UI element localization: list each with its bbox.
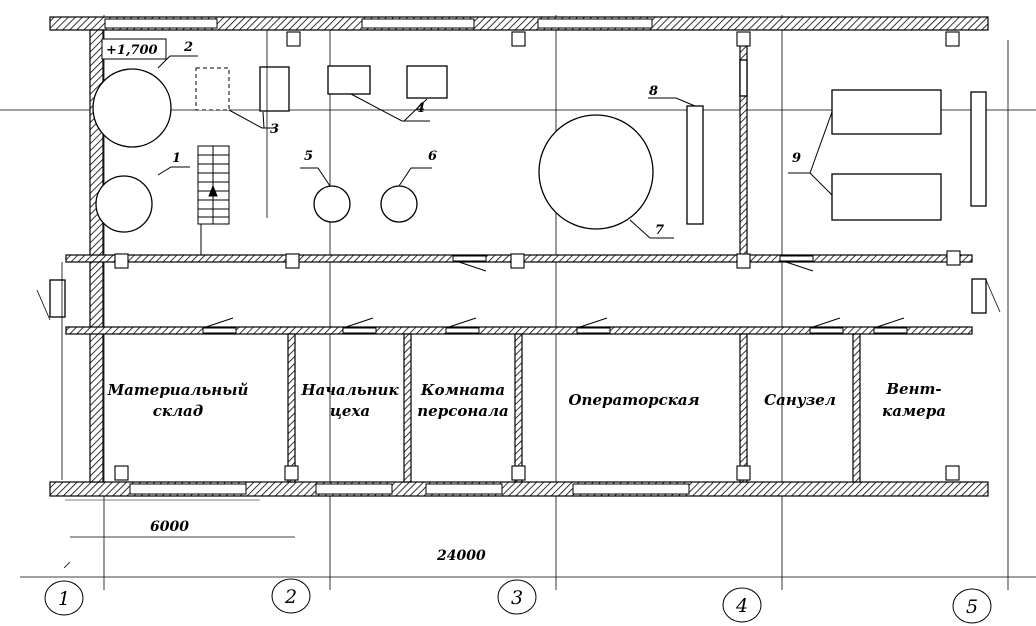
axis-label-4: 4 [735, 595, 748, 617]
vent-unit [831, 173, 942, 221]
room-storage-line1: Материальный [107, 381, 249, 399]
axis-markers: 1 2 3 4 5 [44, 578, 992, 624]
axis-bubble-1 [44, 580, 84, 616]
room-chief-line2: цеха [330, 402, 370, 420]
unit-box [259, 66, 290, 112]
reactor [538, 114, 654, 230]
columns [114, 31, 961, 481]
room-staff-line1: Комната [420, 381, 505, 399]
dimension-lines [63, 499, 295, 569]
axis-bubble-5 [952, 588, 992, 624]
axis-bubble-4 [722, 587, 762, 623]
wall-unit [970, 91, 987, 207]
marker-4: 4 [416, 101, 425, 116]
marker-1: 1 [172, 151, 181, 166]
top-wall [49, 16, 989, 31]
partition [287, 333, 296, 483]
vent-unit [831, 89, 942, 135]
axis-label-2: 2 [284, 586, 297, 608]
wall-unit [739, 59, 748, 97]
elevation-mark: +1,700 [101, 38, 167, 60]
dimension-span: 6000 [150, 519, 189, 535]
dashed-unit [195, 67, 230, 111]
marker-5: 5 [304, 149, 313, 164]
tank-large [92, 68, 172, 148]
marker-7: 7 [655, 223, 664, 238]
axis-grid-lines [0, 15, 1036, 590]
misc-lines [36, 30, 1001, 480]
room-staff-line2: персонала [417, 402, 508, 420]
staircase [197, 145, 230, 255]
room-wc: Санузел [764, 391, 836, 409]
room-chief-line1: Начальник [300, 381, 399, 399]
wall-unit [49, 279, 66, 318]
wall-unit [971, 278, 987, 314]
room-operator: Операторская [568, 391, 699, 409]
unit-box [327, 65, 371, 95]
partition [739, 333, 748, 483]
unit-box [406, 65, 448, 99]
room-vent-line1: Вент- [885, 380, 941, 398]
axis-bubble-2 [271, 578, 311, 614]
room-storage-line2: склад [153, 402, 203, 420]
equipment [49, 59, 987, 318]
tank-small [95, 175, 153, 233]
partition [514, 333, 523, 483]
room-labels: Материальный склад Начальник цеха Комнат… [107, 380, 946, 420]
panel [686, 105, 704, 225]
axis-label-1: 1 [58, 588, 70, 610]
pump [380, 185, 418, 223]
dimension-total: 24000 [436, 548, 486, 564]
room-vent-line2: камера [882, 402, 946, 420]
axis-bubble-3 [497, 579, 537, 615]
marker-6: 6 [428, 149, 437, 164]
doors [202, 255, 908, 334]
equipment-markers: 1 2 3 4 5 6 7 8 9 [172, 40, 801, 238]
axis-label-5: 5 [966, 596, 978, 618]
marker-3: 3 [270, 122, 279, 137]
marker-9: 9 [792, 151, 801, 166]
marker-8: 8 [649, 84, 658, 99]
pump [313, 185, 351, 223]
axis-label-3: 3 [511, 587, 523, 609]
partition [403, 333, 412, 483]
leader-lines [157, 55, 833, 239]
windows [104, 18, 690, 495]
partition [852, 333, 861, 483]
marker-2: 2 [183, 40, 193, 55]
svg-text:+1,700: +1,700 [106, 43, 158, 58]
